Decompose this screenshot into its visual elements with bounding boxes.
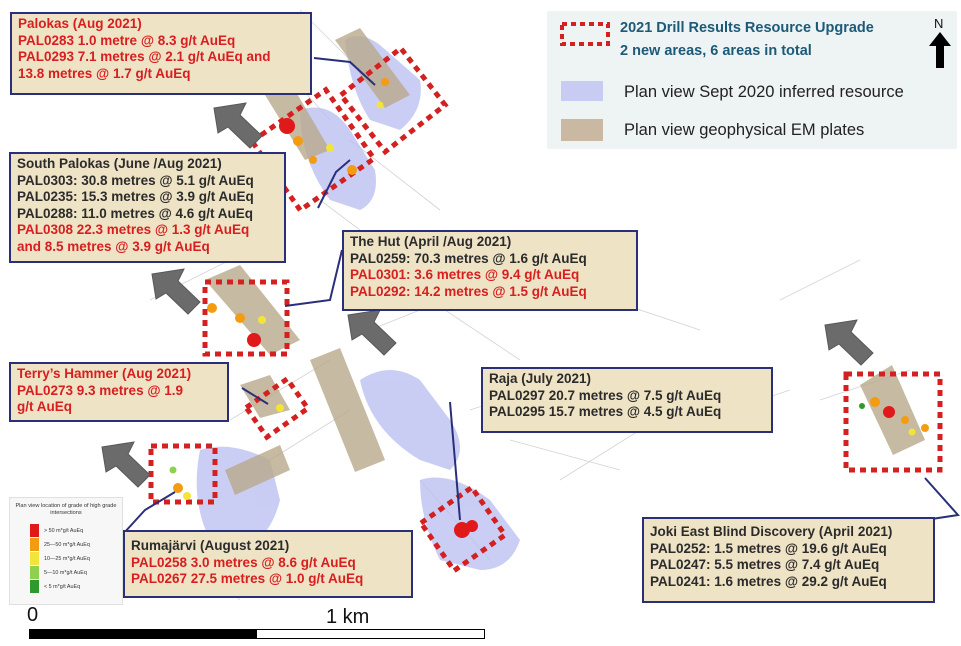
grade-legend: Plan view location of grade of high grad…: [9, 497, 123, 605]
callout-line: PAL0308 22.3 metres @ 1.3 g/t AuEq: [17, 222, 250, 237]
map-legend: 2021 Drill Results Resource Upgrade 2 ne…: [547, 11, 957, 149]
scale-start-label: 0: [27, 604, 39, 626]
callout-line: PAL0293 7.1 metres @ 2.1 g/t AuEq and: [18, 49, 271, 64]
callout-title: The Hut (April /Aug 2021): [350, 234, 512, 249]
legend-drill-subtitle: 2 new areas, 6 areas in total: [620, 43, 812, 59]
callout-title: Palokas (Aug 2021): [18, 16, 142, 31]
callout-palokas: Palokas (Aug 2021) PAL0283 1.0 metre @ 8…: [10, 12, 312, 95]
callout-line: PAL0292: 14.2 metres @ 1.5 g/t AuEq: [350, 283, 587, 299]
callout-line: PAL0301: 3.6 metres @ 9.4 g/t AuEq: [350, 267, 580, 282]
inferred-resource-swatch: [561, 81, 603, 101]
callout-line: PAL0288: 11.0 metres @ 4.6 g/t AuEq: [17, 205, 254, 221]
callout-line: PAL0258 3.0 metres @ 8.6 g/t AuEq: [131, 554, 356, 570]
callout-line: PAL0303: 30.8 metres @ 5.1 g/t AuEq: [17, 172, 254, 188]
north-arrow: N: [929, 16, 951, 68]
legend-drill-title: 2021 Drill Results Resource Upgrade: [620, 20, 874, 36]
legend-em-label: Plan view geophysical EM plates: [624, 121, 865, 139]
drill-box-swatch: [560, 22, 610, 46]
callout-line: PAL0259: 70.3 metres @ 1.6 g/t AuEq: [350, 250, 587, 266]
grade-swatch: [30, 552, 39, 565]
grade-label: 10—25 m*g/t AuEq: [44, 556, 90, 562]
grade-label: 5—10 m*g/t AuEq: [44, 570, 87, 576]
callout-south-palokas: South Palokas (June /Aug 2021) PAL0303: …: [9, 152, 286, 263]
grade-swatch: [30, 524, 39, 537]
callout-line: PAL0252: 1.5 metres @ 19.6 g/t AuEq: [650, 540, 887, 556]
callout-title: Raja (July 2021): [489, 371, 592, 386]
scale-bar: [29, 629, 485, 639]
legend-inferred-label: Plan view Sept 2020 inferred resource: [624, 83, 904, 101]
callout-joki-east: Joki East Blind Discovery (April 2021) P…: [642, 517, 935, 603]
grade-swatch: [30, 566, 39, 579]
drill-result-boxes: [148, 44, 943, 575]
callout-line: PAL0235: 15.3 metres @ 3.9 g/t AuEq: [17, 189, 254, 204]
grade-legend-title: Plan view location of grade of high grad…: [15, 503, 117, 516]
callout-the-hut: The Hut (April /Aug 2021) PAL0259: 70.3 …: [342, 230, 638, 311]
grade-label: 25—50 m*g/t AuEq: [44, 542, 90, 548]
callout-title: Joki East Blind Discovery (April 2021): [650, 524, 893, 539]
grade-label: > 50 m*g/t AuEq: [44, 528, 84, 534]
north-label: N: [934, 16, 944, 31]
scale-bar-black-segment: [30, 630, 257, 638]
callout-line: PAL0283 1.0 metre @ 8.3 g/t AuEq: [18, 32, 236, 48]
callout-line: PAL0297 20.7 metres @ 7.5 g/t AuEq: [489, 387, 722, 403]
callout-line: and 8.5 metres @ 3.9 g/t AuEq: [17, 238, 210, 254]
callout-line: 13.8 metres @ 1.7 g/t AuEq: [18, 65, 191, 81]
callout-title: Rumajärvi (August 2021): [131, 538, 290, 553]
scale-end-label: 1 km: [326, 606, 370, 628]
grade-spheres: [169, 78, 929, 538]
callout-line: PAL0247: 5.5 metres @ 7.4 g/t AuEq: [650, 557, 880, 572]
north-arrow-icon: [929, 32, 951, 68]
grade-label: < 5 m*g/t AuEq: [44, 584, 81, 590]
callout-rumajarvi: Rumajärvi (August 2021) PAL0258 3.0 metr…: [123, 530, 413, 598]
callout-raja: Raja (July 2021) PAL0297 20.7 metres @ 7…: [481, 367, 773, 433]
em-plate-swatch: [561, 119, 603, 141]
callout-title: Terry’s Hammer (Aug 2021): [17, 366, 192, 381]
callout-terrys-hammer: Terry’s Hammer (Aug 2021) PAL0273 9.3 me…: [9, 362, 229, 422]
callout-line: PAL0267 27.5 metres @ 1.0 g/t AuEq: [131, 571, 364, 586]
callout-line: g/t AuEq: [17, 399, 72, 414]
callout-line: PAL0241: 1.6 metres @ 29.2 g/t AuEq: [650, 573, 887, 589]
callout-line: PAL0273 9.3 metres @ 1.9: [17, 382, 184, 398]
grade-swatch: [30, 580, 39, 593]
grade-swatch: [30, 538, 39, 551]
callout-line: PAL0295 15.7 metres @ 4.5 g/t AuEq: [489, 404, 722, 419]
direction-arrows: [101, 102, 874, 488]
callout-title: South Palokas (June /Aug 2021): [17, 156, 222, 171]
